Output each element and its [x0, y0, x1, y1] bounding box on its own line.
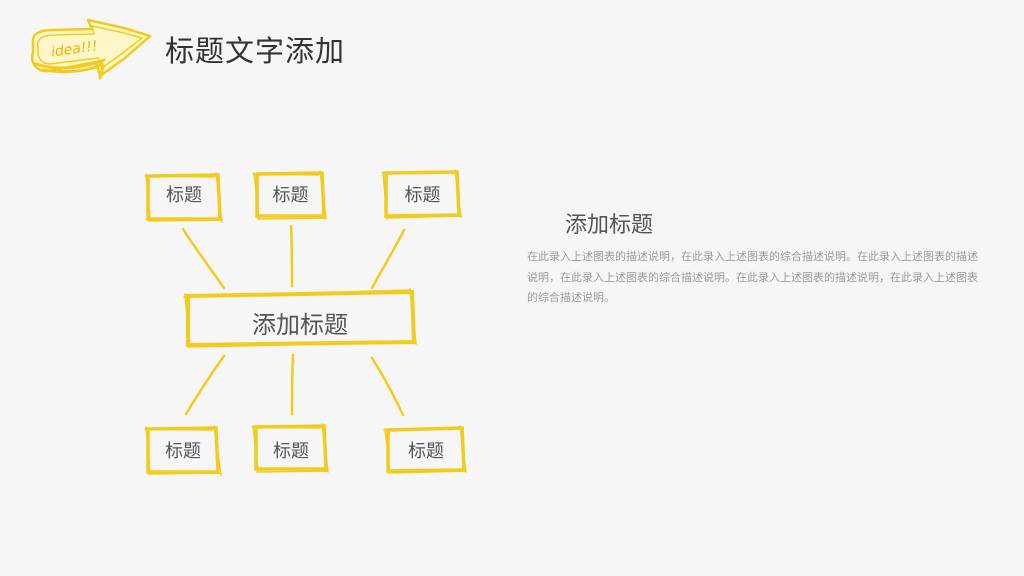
node-label-bottom-2: 标题 [273, 441, 309, 462]
node-label-top-1: 标题 [166, 185, 202, 206]
side-panel-title: 添加标题 [565, 213, 654, 238]
idea-logo: idea!!! [31, 18, 152, 80]
node-box-top-3 [381, 169, 462, 220]
node-label-top-3: 标题 [404, 185, 441, 206]
center-box [183, 288, 417, 348]
node-label-bottom-3: 标题 [408, 441, 444, 462]
node-box-bottom-2 [251, 423, 329, 473]
logo-text: idea!!! [50, 38, 99, 60]
node-label-bottom-1: 标题 [165, 441, 201, 462]
page-title: 标题文字添加 [165, 34, 346, 68]
node-box-bottom-1 [144, 425, 222, 476]
node-box-top-2 [252, 170, 327, 220]
side-panel-description: 在此录入上述图表的描述说明，在此录入上述图表的综合描述说明。在此录入上述图表的描… [527, 250, 978, 304]
node-box-top-1 [144, 172, 223, 223]
center-label: 添加标题 [252, 311, 348, 339]
node-label-top-2: 标题 [272, 185, 309, 206]
node-box-bottom-3 [383, 425, 467, 474]
connector-lines [181, 224, 406, 417]
